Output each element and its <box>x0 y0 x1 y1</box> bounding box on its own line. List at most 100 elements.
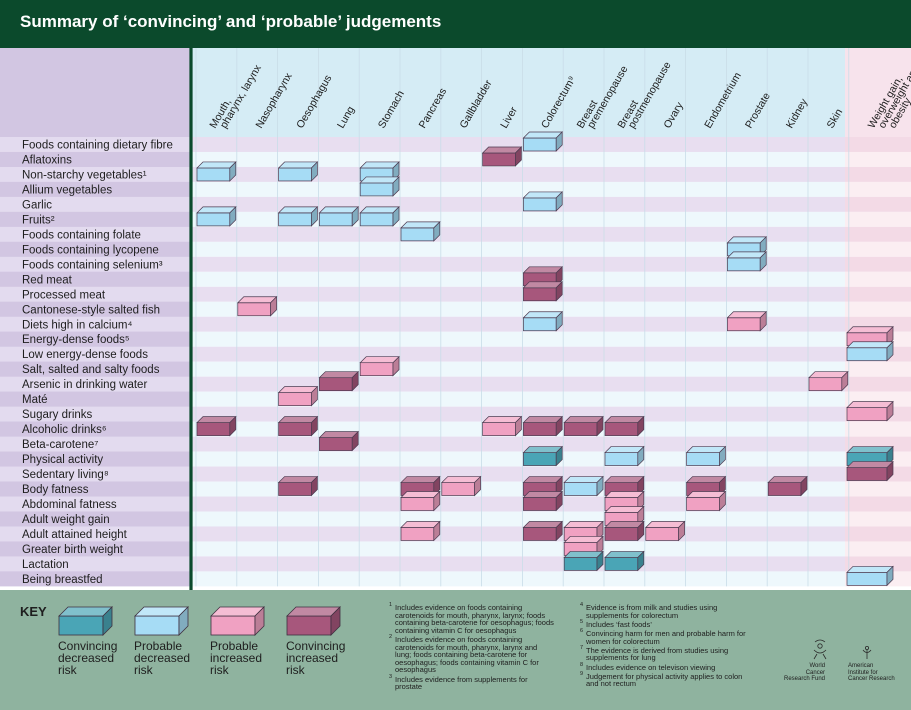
row-stripe-weight <box>845 271 911 287</box>
key-swatch-probable-decreased <box>134 606 189 636</box>
judgement-box-probable-decreased <box>400 221 441 242</box>
row-stripe-label <box>0 151 191 167</box>
key-label-line: risk <box>210 663 229 677</box>
footnote-line: Convincing harm for men and probable har… <box>586 629 746 639</box>
row-stripe-weight <box>845 496 911 512</box>
row-label: Greater birth weight <box>22 544 124 556</box>
row-stripe-label <box>0 286 191 302</box>
row-label: Adult attained height <box>22 529 128 541</box>
row-label: Fruits² <box>22 214 55 226</box>
row-stripe-weight <box>845 421 911 437</box>
row-stripe-label <box>0 496 191 512</box>
footnote-line: Evidence is from milk and studies using <box>586 603 718 613</box>
judgement-box-convincing-increased <box>318 430 360 452</box>
row-stripe-cancer <box>191 361 845 377</box>
footnote-line: oesophagus <box>395 665 436 675</box>
judgement-box-convincing-increased <box>846 460 894 482</box>
judgement-box-convincing-increased <box>522 280 564 302</box>
footnote-number: 2 <box>389 634 393 640</box>
row-stripe-label <box>0 556 191 572</box>
row-stripe-cancer <box>191 391 845 407</box>
judgement-box-convincing-increased <box>522 415 564 437</box>
judgement-box-probable-decreased <box>318 206 360 227</box>
judgement-box-convincing-increased <box>522 265 564 287</box>
key-label-line: risk <box>134 663 153 677</box>
row-stripe-label <box>0 196 191 212</box>
row-stripe-weight <box>845 481 911 497</box>
row-label: Arsenic in drinking water <box>22 379 147 391</box>
row-label: Sugary drinks <box>22 409 93 421</box>
row-stripe-weight <box>845 241 911 257</box>
row-stripe-cancer <box>191 526 845 542</box>
judgement-box-probable-decreased <box>846 565 894 587</box>
row-stripe-label <box>0 391 191 407</box>
row-stripe-label <box>0 376 191 392</box>
footnote-line: containing beta-carotene for oesophagus;… <box>395 618 554 628</box>
row-label: Beta-carotene⁷ <box>22 439 98 451</box>
judgement-box-probable-increased <box>440 475 482 497</box>
row-stripe-label <box>0 406 191 422</box>
judgement-box-probable-increased <box>277 385 319 407</box>
label-header-bg <box>0 48 191 137</box>
footnote-number: 9 <box>580 670 584 677</box>
row-stripe-label <box>0 271 191 287</box>
logos: World Cancer Research Fund American Inst… <box>760 628 900 698</box>
judgement-box-convincing-increased <box>277 415 319 437</box>
footnote-line: carotenoids for mouth, pharynx, larynx; … <box>395 610 546 620</box>
row-label: Aflatoxins <box>22 154 72 166</box>
row-label: Allium vegetables <box>22 184 112 196</box>
key-label-line: decreased <box>134 651 191 665</box>
judgement-box-probable-decreased <box>726 250 768 272</box>
judgement-box-probable-increased <box>400 490 441 512</box>
key-swatch-probable-increased <box>210 606 265 636</box>
row-stripe-cancer <box>191 286 845 302</box>
judgement-box-probable-decreased <box>359 206 400 227</box>
footnote-line: carotenoids for mouth, pharynx, larynx a… <box>395 642 538 652</box>
row-label: Garlic <box>22 199 52 211</box>
row-stripe-cancer <box>191 241 845 257</box>
row-label: Red meat <box>22 274 73 286</box>
row-stripe-label <box>0 137 191 152</box>
row-stripe-label <box>0 526 191 542</box>
key-swatch-convincing-increased <box>286 606 341 636</box>
row-stripe-cancer <box>191 316 845 332</box>
row-stripe-cancer <box>191 301 845 317</box>
judgement-box-probable-increased <box>846 400 894 422</box>
row-stripe-cancer <box>191 556 845 572</box>
judgement-box-probable-increased <box>726 310 768 332</box>
row-stripe-cancer <box>191 451 845 467</box>
row-label: Energy-dense foods⁵ <box>22 334 130 346</box>
row-label: Diets high in calcium⁴ <box>22 319 132 331</box>
row-stripe-label <box>0 166 191 182</box>
wcrf-logo-icon <box>813 639 872 660</box>
judgement-box-convincing-increased <box>277 475 319 497</box>
key-label-line: Probable <box>210 639 259 653</box>
cancer-header-bg <box>191 48 845 137</box>
row-stripe-cancer <box>191 226 845 242</box>
row-stripe-cancer <box>191 466 845 482</box>
footnote-line: Includes evidence on foods containing <box>395 635 523 645</box>
row-stripe-cancer <box>191 346 845 362</box>
judgement-box-probable-increased <box>359 355 400 377</box>
row-stripe-weight <box>845 376 911 392</box>
judgement-box-convincing-increased <box>604 520 645 542</box>
row-label: Low energy-dense foods <box>22 349 148 361</box>
row-stripe-weight <box>845 211 911 227</box>
weight-header-bg <box>845 48 911 137</box>
judgement-box-probable-increased <box>400 520 441 542</box>
row-stripe-cancer <box>191 256 845 272</box>
row-label: Sedentary living⁸ <box>22 469 109 481</box>
row-stripe-label <box>0 511 191 527</box>
footnote-number: 6 <box>580 628 584 634</box>
judgement-box-probable-decreased <box>522 191 564 212</box>
row-stripe-cancer <box>191 271 845 287</box>
